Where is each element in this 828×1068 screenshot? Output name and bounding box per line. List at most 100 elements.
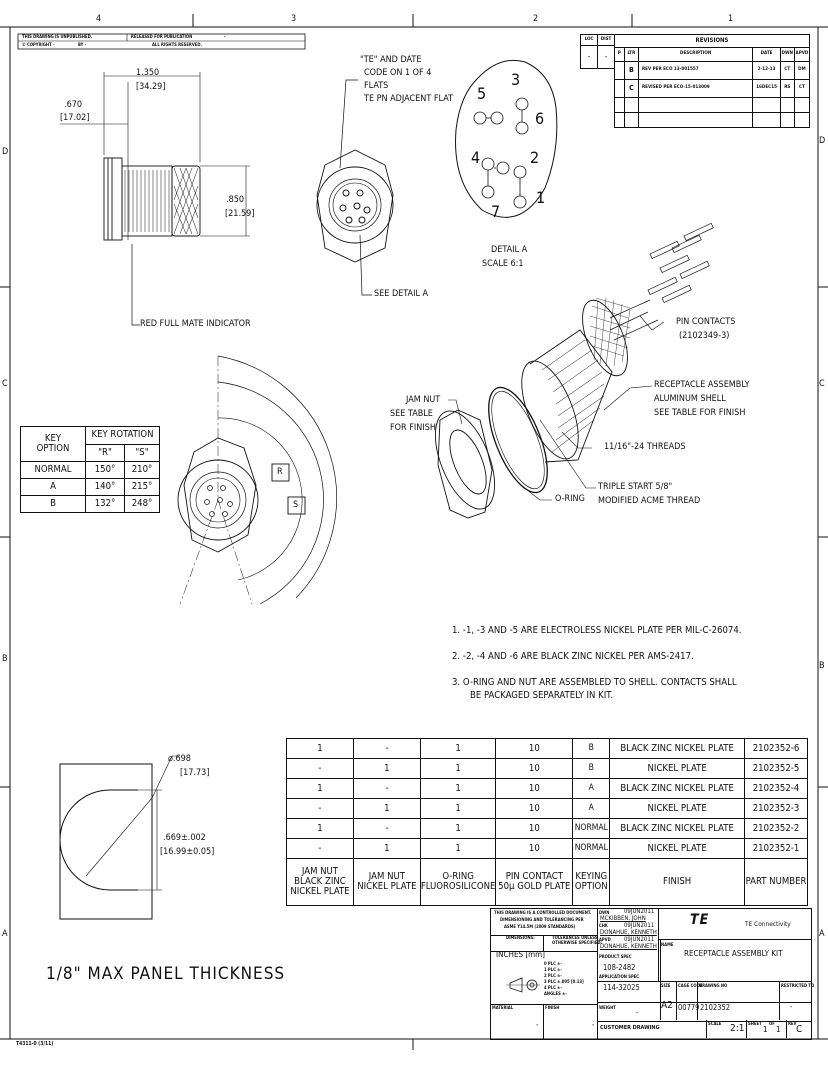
dim-670-mm: [17.02] bbox=[60, 113, 90, 123]
zone-side-b-left: B bbox=[2, 654, 8, 664]
detail-a-label: DETAIL A bbox=[491, 245, 528, 255]
plc-2: 2 PLC ±- bbox=[544, 973, 562, 978]
of-label: OF bbox=[769, 1021, 775, 1026]
sheet-label: SHEET bbox=[748, 1021, 762, 1026]
detail-pin-5: 5 bbox=[477, 84, 487, 103]
note-2: 2. -2, -4 AND -6 ARE BLACK ZINC NICKEL P… bbox=[452, 651, 694, 662]
threads-label: 11/16"-24 THREADS bbox=[604, 442, 686, 452]
units-value: INCHES [mm] bbox=[496, 950, 545, 959]
tolerances-label-2: OTHERWISE SPECIFIED: bbox=[552, 940, 602, 945]
plc-4: 4 PLC ±- bbox=[544, 985, 562, 990]
restricted-label: RESTRICTED TO bbox=[781, 983, 815, 988]
pin-contacts-pn: (2102349-3) bbox=[679, 331, 730, 341]
detail-a-view bbox=[455, 59, 558, 218]
part-header-cell: KEYING OPTION bbox=[572, 858, 611, 906]
application-spec-label: APPLICATION SPEC bbox=[599, 974, 640, 979]
zone-top-2: 2 bbox=[533, 14, 539, 24]
product-spec-value: 108-2482 bbox=[603, 963, 636, 972]
application-spec-value: 114-32025 bbox=[603, 983, 640, 992]
o-ring-label: O-RING bbox=[555, 494, 585, 504]
receptacle-label-1: RECEPTACLE ASSEMBLY bbox=[654, 380, 750, 390]
unpublished-text: THIS DRAWING IS UNPUBLISHED. bbox=[22, 34, 93, 39]
te-date-note-2: CODE ON 1 OF 4 bbox=[364, 68, 432, 78]
dim-698: ⌀.698 bbox=[168, 754, 191, 764]
chk-label: CHK bbox=[599, 923, 608, 928]
zone-side-c-left: C bbox=[2, 379, 8, 389]
part-header-cell: O-RING FLUOROSILICONE bbox=[419, 858, 497, 906]
finish-label: FINISH bbox=[545, 1005, 560, 1010]
zone-side-a-right: A bbox=[819, 929, 825, 939]
te-date-note-3: FLATS bbox=[364, 81, 389, 91]
revision-row: B REV PER ECO 13-001557 2-12-13 CT DM bbox=[614, 61, 811, 80]
dimensions-label: DIMENSIONS: bbox=[506, 935, 535, 940]
plc-0: 0 PLC ±- bbox=[544, 961, 562, 966]
company-name: TE Connectivity bbox=[745, 920, 791, 928]
detail-pin-3: 3 bbox=[511, 70, 521, 89]
jam-nut-see-table: SEE TABLE bbox=[390, 409, 433, 419]
customer-drawing-label: CUSTOMER DRAWING bbox=[600, 1025, 660, 1031]
drawing-no-label: DRAWING NO bbox=[699, 983, 728, 988]
detail-a-scale: SCALE 6:1 bbox=[482, 259, 524, 269]
receptacle-label-2: ALUMINUM SHELL bbox=[654, 394, 726, 404]
dim-698-mm: [17.73] bbox=[180, 768, 210, 778]
dim-1350: 1.350 bbox=[136, 68, 160, 78]
triple-start-label: TRIPLE START 5/8" bbox=[598, 482, 673, 492]
product-spec-label: PRODUCT SPEC bbox=[599, 954, 632, 959]
of-value: 1 bbox=[776, 1025, 781, 1034]
pin-contacts-label: PIN CONTACTS bbox=[676, 317, 736, 327]
revisions-table: REVISIONS P LTR DESCRIPTION DATE DWN APV… bbox=[614, 34, 811, 128]
exploded-assembly bbox=[434, 222, 714, 519]
panel-thickness-note: 1/8" MAX PANEL THICKNESS bbox=[46, 964, 286, 984]
note-3-cont: BE PACKAGED SEPARATELY IN KIT. bbox=[470, 690, 614, 701]
te-logo: TE bbox=[690, 912, 710, 928]
rights-text: ALL RIGHTS RESERVED. bbox=[152, 42, 202, 47]
rev-col-apvd: APVD bbox=[793, 47, 811, 62]
receptacle-label-3: SEE TABLE FOR FINISH bbox=[654, 408, 746, 418]
detail-pin-2: 2 bbox=[530, 148, 540, 167]
dist-value: - bbox=[597, 45, 615, 69]
tolerances-label: TOLERANCES UNLESS bbox=[552, 935, 598, 940]
scale-value: 2:1 bbox=[730, 1023, 745, 1034]
form-id: T4311-0 (3/11) bbox=[16, 1041, 54, 1047]
acme-thread-label: MODIFIED ACME THREAD bbox=[598, 496, 701, 506]
part-header-cell: JAM NUT BLACK ZINC NICKEL PLATE bbox=[286, 858, 354, 906]
restricted-value: - bbox=[790, 1003, 793, 1011]
released-dash: - bbox=[224, 34, 226, 39]
released-text: RELEASED FOR PUBLICATION bbox=[131, 34, 193, 39]
scale-label: SCALE bbox=[708, 1021, 722, 1026]
material-value: - bbox=[536, 1021, 539, 1029]
note-3: 3. O-RING AND NUT ARE ASSEMBLED TO SHELL… bbox=[452, 677, 737, 688]
dim-670: .670 bbox=[64, 100, 83, 110]
material-label: MATERIAL bbox=[492, 1005, 514, 1010]
apvd-date: 09JUN2011 bbox=[624, 936, 655, 943]
apvd-name: DONAHUE, KENNETH bbox=[600, 943, 657, 950]
cage-code-label: CAGE CODE bbox=[678, 983, 703, 988]
zone-side-d-right: D bbox=[819, 136, 826, 146]
zone-side-c-right: C bbox=[819, 379, 825, 389]
title-block bbox=[490, 908, 812, 1040]
drawing-no-value: 2102352 bbox=[700, 1003, 731, 1012]
cage-code-value: 00779 bbox=[678, 1003, 700, 1012]
rev-value: C bbox=[796, 1024, 803, 1035]
te-date-note-1: "TE" AND DATE bbox=[360, 55, 422, 65]
dwn-date: 09JUN2011 bbox=[624, 908, 655, 915]
zone-side-d-left: D bbox=[2, 147, 9, 157]
dim-1350-mm: [34.29] bbox=[136, 82, 166, 92]
name-label: NAME bbox=[661, 942, 674, 947]
plc-1: 1 PLC ±- bbox=[544, 967, 562, 972]
front-view bbox=[316, 79, 394, 296]
panel-cutout-view bbox=[59, 755, 180, 920]
part-cell: B bbox=[572, 738, 611, 759]
dim-669: .669±.002 bbox=[163, 833, 206, 843]
by-text: BY - bbox=[78, 42, 87, 47]
chk-name: DONAHUE, KENNETH bbox=[600, 929, 657, 936]
part-header-cell: PIN CONTACT 50μ GOLD PLATE bbox=[495, 858, 574, 906]
